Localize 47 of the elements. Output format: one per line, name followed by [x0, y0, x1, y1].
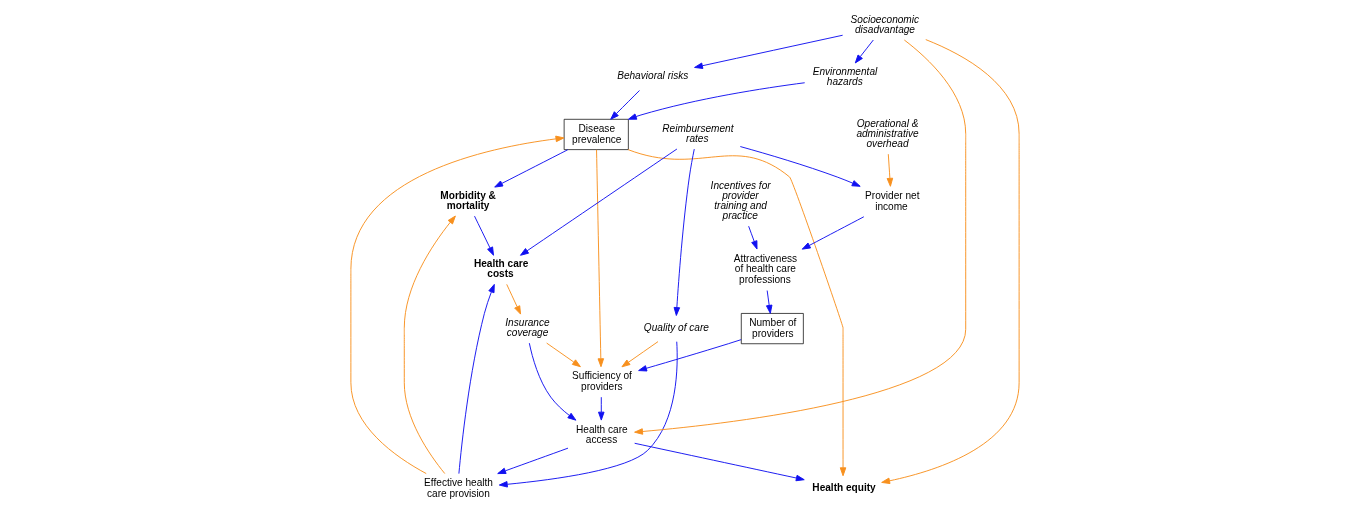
arrow	[520, 148, 678, 256]
arrow	[506, 283, 522, 315]
arrow	[673, 148, 695, 316]
arrow	[497, 447, 569, 475]
node-box: Number of providers	[740, 313, 804, 345]
node-text: Morbidity & mortality	[440, 189, 496, 211]
arrow	[498, 341, 678, 488]
arrow	[596, 149, 605, 368]
node-text: Insurance coverage	[505, 316, 550, 338]
arrow	[854, 39, 874, 64]
arrow	[739, 146, 861, 187]
arrow	[610, 90, 640, 120]
node-text: Environmental hazards	[812, 65, 878, 87]
arrow	[748, 225, 758, 250]
node-box: Disease prevalence	[563, 118, 629, 150]
arrow	[474, 215, 495, 256]
arrow	[494, 149, 569, 188]
arrow	[546, 342, 581, 368]
arrow	[598, 396, 605, 421]
arrow	[694, 34, 844, 69]
arrow	[458, 283, 495, 475]
node-text: Behavioral risks	[617, 70, 689, 82]
arrow	[766, 290, 773, 314]
arrow	[638, 339, 742, 372]
arrow	[801, 216, 865, 250]
arrow	[634, 39, 967, 435]
node-text: Sufficiency of providers	[572, 370, 632, 393]
node-text: Health equity	[812, 481, 876, 493]
node-text: Effective health care provision	[424, 477, 493, 499]
arrow	[881, 39, 1020, 485]
arrow	[634, 442, 805, 482]
arrow	[627, 149, 847, 477]
node-text: Provider net income	[865, 189, 920, 212]
node-text: Health care costs	[473, 258, 529, 280]
node-text: Incentives for provider training and practice	[710, 179, 771, 222]
node-text: Quality of care	[643, 321, 709, 333]
node-text: Health care access	[576, 423, 628, 446]
node-text: Operational & administrative overhead	[856, 117, 919, 149]
arrow	[403, 215, 456, 474]
node-text: Reimbursement rates	[662, 122, 734, 144]
arrow	[886, 153, 894, 187]
arrow	[627, 82, 806, 120]
arrow	[350, 135, 565, 475]
arrow	[528, 342, 577, 421]
node-text: Socioeconomic disadvantage	[850, 13, 920, 35]
arrow	[621, 341, 659, 368]
node-text: Attractiveness of health care professions	[733, 252, 798, 286]
